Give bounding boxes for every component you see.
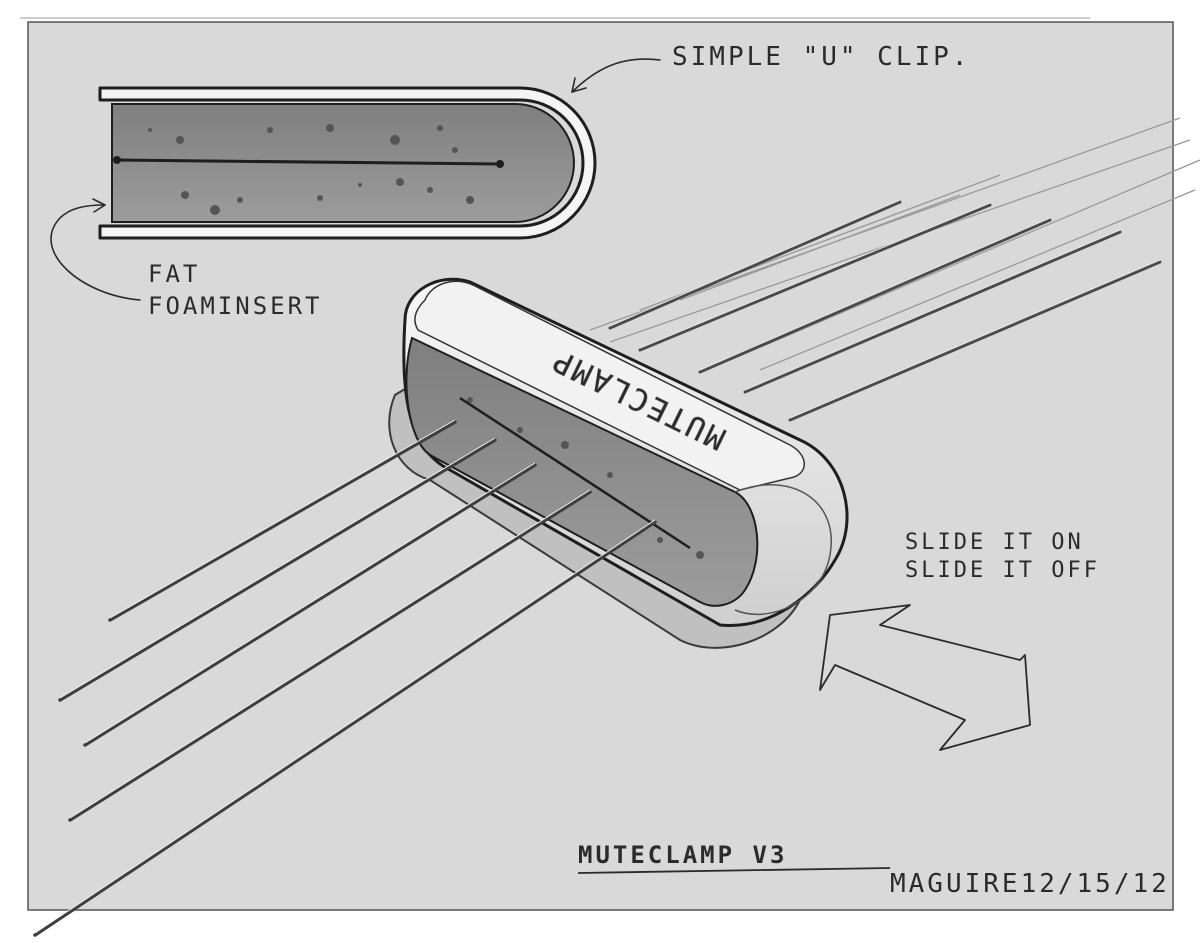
title-underline [577, 867, 891, 874]
slide-double-arrow-icon [819, 604, 1031, 751]
artist-signature: MAGUIRE12/15/12 [890, 869, 1170, 899]
clamp-top-surface [414, 280, 805, 491]
strings-front [33, 420, 657, 937]
foam-callout-line1: FAT [148, 260, 200, 288]
u-clip-cross-section [98, 86, 597, 240]
leader-arrows [50, 58, 661, 301]
foam-callout-line2: FOAMINSERT [148, 292, 323, 320]
clamp-foam-face [405, 336, 759, 607]
sketch-title: MUTECLAMP V3 [578, 841, 787, 869]
clip-callout-text: SIMPLE "U" CLIP. [672, 42, 970, 72]
slide-callout-line2: SLIDE IT OFF [905, 558, 1100, 583]
strings-back [608, 200, 1162, 422]
slide-callout-line1: SLIDE IT ON [905, 530, 1084, 555]
